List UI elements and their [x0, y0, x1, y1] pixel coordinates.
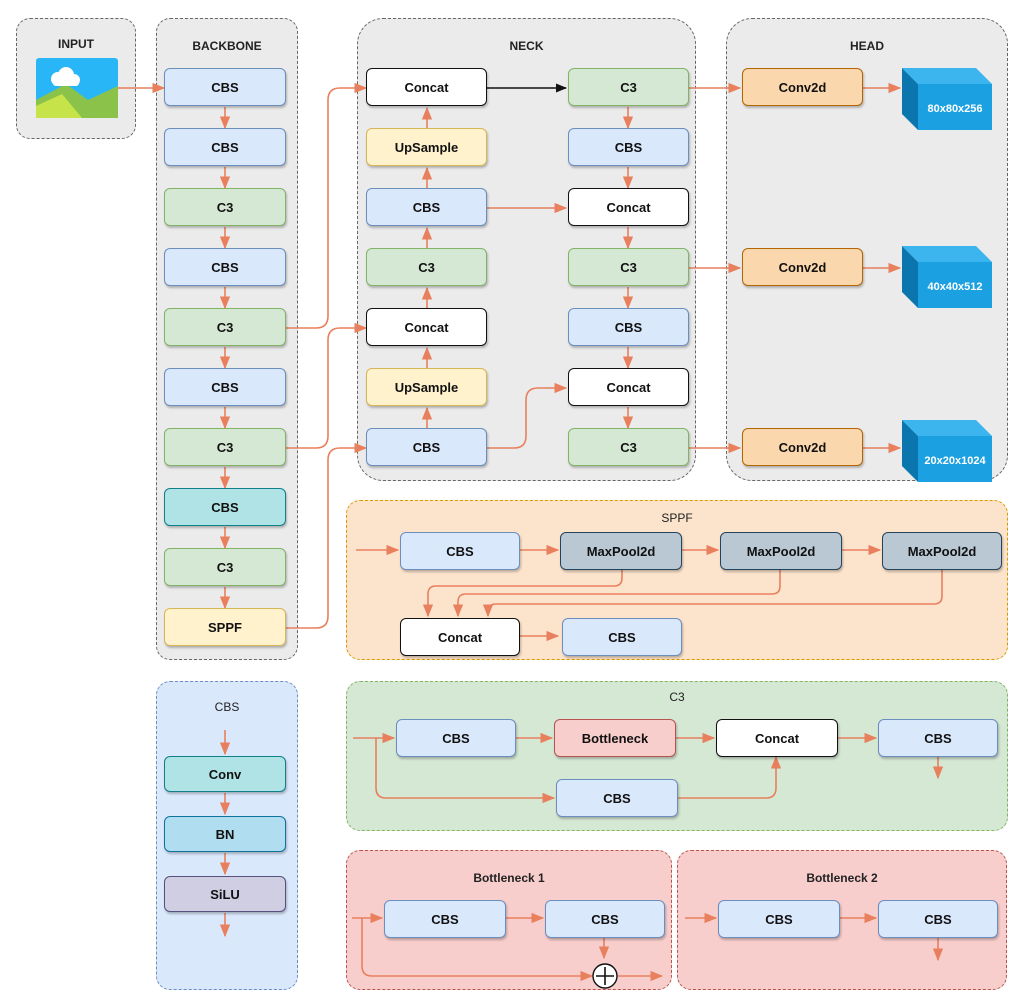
c3-bottleneck[interactable]: Bottleneck: [554, 719, 676, 757]
bottleneck1-title: Bottleneck 1: [473, 871, 545, 885]
bottleneck2-cbs-2[interactable]: CBS: [878, 900, 998, 938]
bottleneck1-cbs-1[interactable]: CBS: [384, 900, 506, 938]
neck-cbs-right-2[interactable]: CBS: [568, 308, 689, 346]
c3-cbs-1[interactable]: CBS: [396, 719, 516, 757]
sppf-maxpool-1[interactable]: MaxPool2d: [560, 532, 682, 570]
wire-c3-to-concat-mid: [286, 322, 368, 449]
neck-cbs-left-2[interactable]: CBS: [366, 428, 487, 466]
head-conv2d-3[interactable]: Conv2d: [742, 428, 863, 466]
cbs-conv[interactable]: Conv: [164, 756, 286, 792]
head-title: HEAD: [849, 39, 884, 53]
input-title: INPUT: [58, 37, 94, 51]
neck-cbs-left-1[interactable]: CBS: [366, 188, 487, 226]
head-conv2d-2[interactable]: Conv2d: [742, 248, 863, 286]
sppf-cbs-in[interactable]: CBS: [400, 532, 520, 570]
backbone-c3-3[interactable]: C3: [164, 428, 286, 466]
output-label-2: 40x40x512: [927, 281, 982, 293]
neck-c3-right-3[interactable]: C3: [568, 428, 689, 466]
neck-c3-left[interactable]: C3: [366, 248, 487, 286]
backbone-cbs-1[interactable]: CBS: [164, 68, 286, 106]
image-icon: [36, 58, 118, 118]
neck-cbs-right-1[interactable]: CBS: [568, 128, 689, 166]
neck-concat-4[interactable]: Concat: [568, 368, 689, 406]
sppf-cbs-out[interactable]: CBS: [562, 618, 682, 656]
backbone-sppf[interactable]: SPPF: [164, 608, 286, 646]
neck-concat-2[interactable]: Concat: [366, 308, 487, 346]
backbone-cbs-4[interactable]: CBS: [164, 368, 286, 406]
backbone-cbs-5[interactable]: CBS: [164, 488, 286, 526]
head-conv2d-1[interactable]: Conv2d: [742, 68, 863, 106]
neck-c3-right-2[interactable]: C3: [568, 248, 689, 286]
bottleneck2-title: Bottleneck 2: [806, 871, 878, 885]
cbs-bn[interactable]: BN: [164, 816, 286, 852]
backbone-cbs-3[interactable]: CBS: [164, 248, 286, 286]
output-cube-2: 40x40x512: [902, 246, 992, 308]
c3-cbs-2[interactable]: CBS: [556, 779, 678, 817]
cbs-silu[interactable]: SiLU: [164, 876, 286, 912]
backbone-cbs-2[interactable]: CBS: [164, 128, 286, 166]
sppf-concat[interactable]: Concat: [400, 618, 520, 656]
neck-c3-right-1[interactable]: C3: [568, 68, 689, 106]
neck-upsample-1[interactable]: UpSample: [366, 128, 487, 166]
backbone-c3-1[interactable]: C3: [164, 188, 286, 226]
backbone-title: BACKBONE: [192, 39, 262, 53]
c3-concat[interactable]: Concat: [716, 719, 838, 757]
neck-concat-3[interactable]: Concat: [568, 188, 689, 226]
c3-block-title: C3: [669, 690, 685, 704]
output-label-3: 20x20x1024: [924, 455, 986, 467]
neck-concat-1[interactable]: Concat: [366, 68, 487, 106]
output-cube-1: 80x80x256: [902, 68, 992, 130]
sppf-maxpool-3[interactable]: MaxPool2d: [882, 532, 1002, 570]
wire-c3-to-concat-top: [286, 82, 368, 329]
backbone-c3-2[interactable]: C3: [164, 308, 286, 346]
backbone-c3-4[interactable]: C3: [164, 548, 286, 586]
neck-upsample-2[interactable]: UpSample: [366, 368, 487, 406]
bottleneck2-cbs-1[interactable]: CBS: [718, 900, 840, 938]
sppf-maxpool-2[interactable]: MaxPool2d: [720, 532, 842, 570]
c3-cbs-out[interactable]: CBS: [878, 719, 998, 757]
neck-title: NECK: [509, 39, 544, 53]
output-cube-3: 20x20x1024: [902, 420, 992, 482]
sppf-title: SPPF: [661, 511, 693, 525]
cbs-block-title: CBS: [214, 700, 240, 714]
bottleneck1-cbs-2[interactable]: CBS: [545, 900, 665, 938]
output-label-1: 80x80x256: [927, 103, 982, 115]
